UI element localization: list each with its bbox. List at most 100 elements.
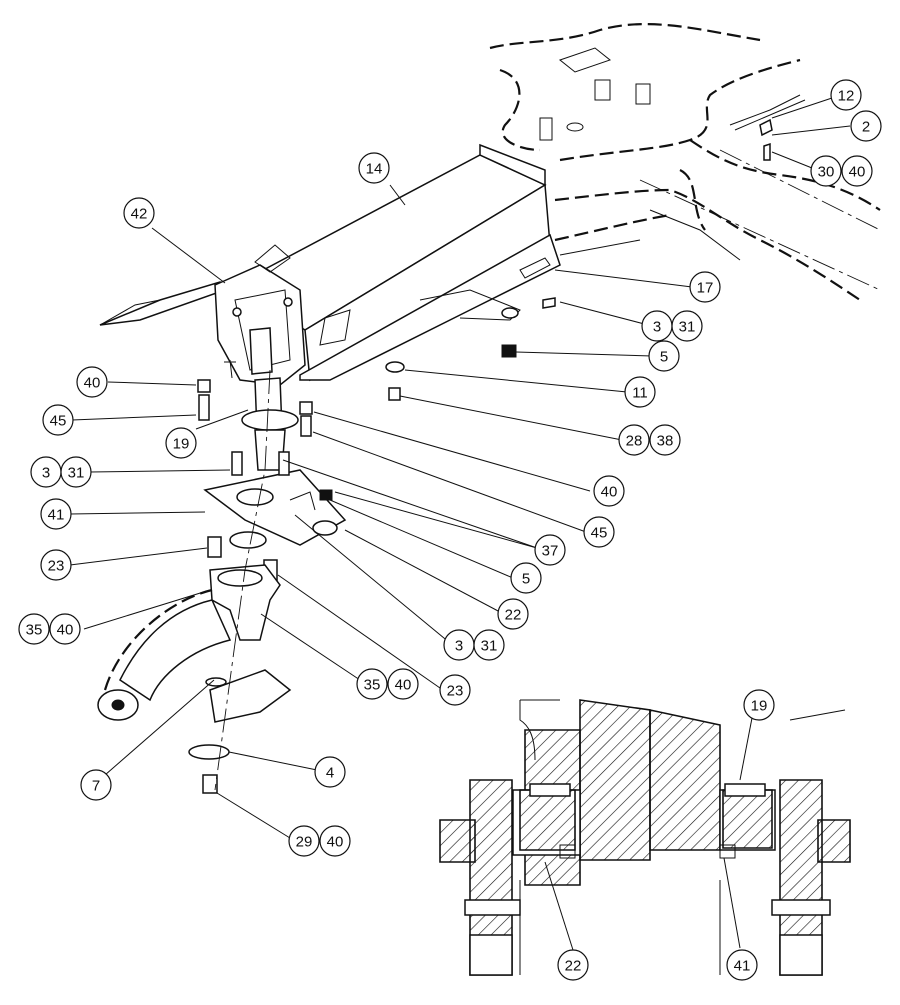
callout-c3-31-c: 3 31 [443, 629, 505, 661]
callout-c19-b: 19 [743, 689, 775, 721]
callout-c11: 11 [624, 376, 656, 408]
callout-number: 3 [455, 638, 463, 655]
section-detail [439, 699, 851, 976]
callout-circle [358, 152, 390, 184]
callout-circle [557, 949, 589, 981]
callout-number: 40 [849, 164, 866, 181]
callout-number: 7 [92, 778, 100, 795]
callout-number: 40 [601, 484, 618, 501]
leader-lines [69, 97, 851, 839]
callout-number: 22 [565, 958, 582, 975]
callout-circle [726, 949, 758, 981]
front-bracket [99, 244, 306, 386]
callout-number: 2 [862, 119, 870, 136]
callout-number: 45 [591, 525, 608, 542]
callout-c19-a: 19 [165, 427, 197, 459]
callout-c40-b: 40 [593, 475, 625, 507]
callout-c42: 42 [123, 197, 155, 229]
callout-circle [689, 271, 721, 303]
callout-c41-a: 41 [40, 498, 72, 530]
callout-c22-b: 22 [557, 949, 589, 981]
callout-circle [648, 340, 680, 372]
callout-circle [510, 562, 542, 594]
callout-number: 19 [751, 698, 768, 715]
callout-c37: 37 [534, 534, 566, 566]
callout-circle [40, 498, 72, 530]
callout-circle [841, 155, 873, 187]
callout-number: 38 [657, 433, 674, 450]
callout-circle [80, 769, 112, 801]
callout-c41-b: 41 [726, 949, 758, 981]
callout-number: 12 [838, 88, 855, 105]
callout-number: 31 [68, 465, 85, 482]
callout-circle [123, 197, 155, 229]
callout-number: 23 [447, 683, 464, 700]
callout-number: 41 [734, 958, 751, 975]
callout-c23-a: 23 [40, 549, 72, 581]
callout-circle [671, 310, 703, 342]
callout-number: 19 [173, 436, 190, 453]
axle-beam [233, 143, 561, 382]
callout-circle [314, 756, 346, 788]
callout-circle [624, 376, 656, 408]
callout-number: 40 [84, 375, 101, 392]
callout-c5-b: 5 [510, 562, 542, 594]
callout-number: 31 [481, 638, 498, 655]
callout-circle [439, 674, 471, 706]
callout-number: 11 [632, 385, 648, 402]
callout-number: 35 [364, 677, 381, 694]
callout-c28-38: 28 38 [618, 424, 681, 456]
callout-number: 37 [542, 543, 559, 560]
callout-circle [593, 475, 625, 507]
callout-circle [743, 689, 775, 721]
callout-circle [387, 668, 419, 700]
callout-circle [810, 155, 842, 187]
callout-c17: 17 [689, 271, 721, 303]
callout-circle [618, 424, 650, 456]
callout-c40-a: 40 [76, 366, 108, 398]
callout-circle [18, 613, 50, 645]
callout-circle [830, 79, 862, 111]
callout-c2: 2 [850, 110, 882, 142]
callout-circle [40, 549, 72, 581]
hardware [197, 297, 556, 501]
callout-circle [60, 456, 92, 488]
callout-c45-b: 45 [583, 516, 615, 548]
callout-circle [165, 427, 197, 459]
callout-circle [49, 613, 81, 645]
callout-number: 5 [522, 571, 530, 588]
callout-circle [497, 598, 529, 630]
callout-c12: 12 [830, 79, 862, 111]
callout-number: 28 [626, 433, 643, 450]
callout-circle [473, 629, 505, 661]
callout-number: 4 [326, 765, 334, 782]
tractor-frame-outline [489, 22, 881, 301]
callout-number: 45 [50, 413, 67, 430]
callout-number: 14 [366, 161, 383, 178]
callout-circle [649, 424, 681, 456]
callout-circle [356, 668, 388, 700]
callout-circle [288, 825, 320, 857]
callout-number: 5 [660, 349, 668, 366]
callout-c35-40-b: 35 40 [356, 668, 419, 700]
callout-number: 3 [42, 465, 50, 482]
callout-c5-a: 5 [648, 340, 680, 372]
callout-number: 29 [296, 834, 313, 851]
callout-number: 40 [395, 677, 412, 694]
callout-circle [42, 404, 74, 436]
callout-circle [76, 366, 108, 398]
callout-circle [583, 516, 615, 548]
callout-number: 23 [48, 558, 65, 575]
callout-number: 17 [697, 280, 714, 297]
kingpin-assembly [97, 369, 347, 794]
callout-number: 40 [57, 622, 74, 639]
callout-circle [850, 110, 882, 142]
callout-number: 41 [48, 507, 65, 524]
